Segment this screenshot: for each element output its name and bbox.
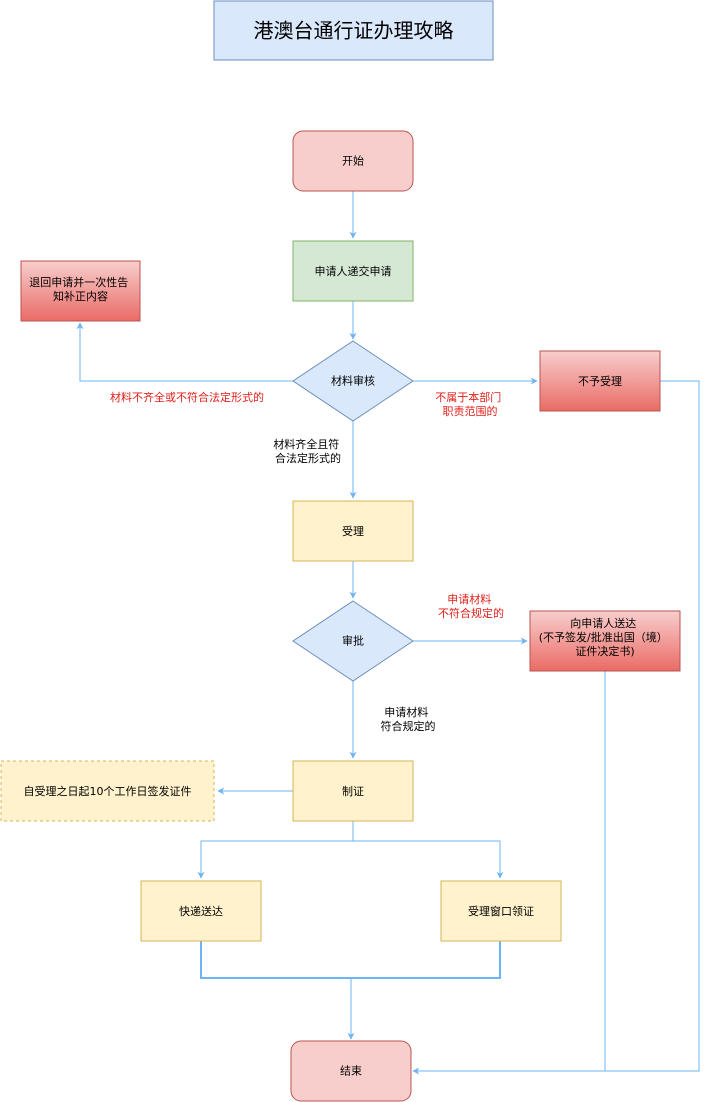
edge-label-not-compliant-2: 不符合规定的: [438, 606, 504, 620]
svg-text:向申请人送达 (不予签发/批准出国（境）: 向申请人送达 (不予签发/批准出国（境） 证件决定书): [539, 616, 672, 658]
edge-label-complete-1: 材料齐全且符: [273, 437, 339, 451]
express-label: 快递送达: [179, 904, 223, 918]
reject-node: 不予受理: [539, 350, 661, 412]
deadline-note-node: 自受理之日起10个工作日签发证件: [0, 760, 215, 822]
svg-text:制证: 制证: [342, 785, 364, 798]
svg-text:退回申请并一次性告 知补正内容: 退回申请并一次性告 知补正内容: [29, 275, 132, 303]
edge-label-complete-2: 合法定形式的: [275, 451, 341, 465]
accept-node: 受理: [292, 500, 414, 562]
title-box: 港澳台通行证办理攻略: [213, 0, 494, 61]
accept-label: 受理: [342, 525, 364, 538]
notify-node: 向申请人送达 (不予签发/批准出国（境） 证件决定书): [529, 610, 681, 672]
edge-express-merge: [200, 941, 501, 979]
svg-text:不予受理: 不予受理: [578, 375, 622, 388]
edge-review-return: [76, 322, 293, 382]
end-label: 结束: [340, 1065, 362, 1078]
svg-text:申请材料 符合规定的: 申请材料 符合规定的: [381, 705, 436, 733]
edge-make-express: [197, 821, 354, 879]
review-label: 材料审核: [331, 374, 375, 388]
svg-text:申请材料 不符合规定的: 申请材料 不符合规定的: [438, 592, 504, 620]
make-cert-label: 制证: [342, 785, 364, 798]
svg-text:自受理之日起10个工作日签发证件: 自受理之日起10个工作日签发证件: [24, 784, 192, 798]
page-title: 港澳台通行证办理攻略: [254, 19, 454, 43]
edge-label-not-compliant-1: 申请材料: [447, 592, 491, 606]
edge-make-window: [353, 840, 504, 879]
notify-line-1: 向申请人送达: [570, 616, 636, 630]
return-supplement-line-1: 退回申请并一次性告: [29, 275, 128, 289]
approve-node: 审批: [292, 600, 414, 682]
notify-line-2: (不予签发/批准出国（境）: [539, 630, 668, 644]
start-node: 开始: [292, 130, 414, 192]
svg-text:受理窗口领证: 受理窗口领证: [468, 904, 534, 918]
edge-label-out-of-scope-2: 职责范围的: [443, 404, 498, 418]
edge-label-incomplete: 材料不齐全或不符合法定形式的: [110, 390, 264, 404]
return-supplement-line-2: 知补正内容: [53, 289, 108, 303]
submit-node: 申请人递交申请: [292, 240, 414, 302]
edge-label-compliant-2: 符合规定的: [381, 719, 436, 733]
window-pickup-node: 受理窗口领证: [440, 880, 562, 942]
end-node: 结束: [290, 1040, 412, 1102]
svg-text:受理: 受理: [342, 525, 364, 538]
review-node: 材料审核: [292, 340, 414, 422]
svg-text:申请人递交申请: 申请人递交申请: [315, 264, 392, 278]
edge-label-compliant-1: 申请材料: [384, 705, 428, 719]
deadline-note-label: 自受理之日起10个工作日签发证件: [24, 784, 192, 798]
edge-label-out-of-scope-1: 不属于本部门: [435, 390, 501, 404]
svg-text:快递送达: 快递送达: [179, 904, 223, 918]
edge-reject-end: [412, 380, 700, 1075]
make-cert-node: 制证: [292, 760, 414, 822]
submit-label: 申请人递交申请: [315, 264, 392, 278]
start-label: 开始: [342, 154, 364, 168]
approve-label: 审批: [342, 634, 364, 648]
svg-text:不属于本部门 职责范围的: 不属于本部门 职责范围的: [435, 390, 505, 418]
return-supplement-node: 退回申请并一次性告 知补正内容: [20, 260, 141, 322]
reject-label: 不予受理: [578, 375, 622, 388]
express-node: 快递送达: [140, 880, 262, 942]
svg-text:材料齐全且符 合法定形式的: 材料齐全且符 合法定形式的: [273, 437, 343, 465]
window-pickup-label: 受理窗口领证: [468, 904, 534, 918]
svg-text:材料不齐全或不符合法定形式的: 材料不齐全或不符合法定形式的: [110, 390, 264, 404]
notify-line-3: 证件决定书): [575, 644, 634, 658]
connectors: [76, 191, 700, 1075]
